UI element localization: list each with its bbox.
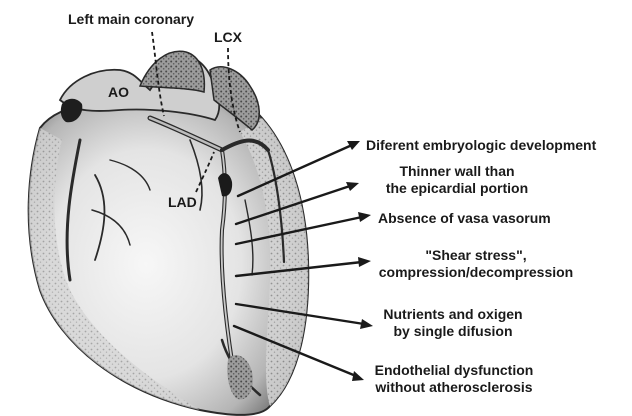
annotation-4-line-1: "Shear stress", [368, 247, 584, 264]
annotation-5-line-1: Nutrients and oxigen [368, 306, 538, 323]
label-left-main-coronary: Left main coronary [68, 11, 194, 28]
annotation-2: Thinner wall than the epicardial portion [362, 163, 552, 197]
annotation-6-line-2: without atherosclerosis [362, 379, 546, 396]
annotation-3: Absence of vasa vasorum [378, 210, 551, 227]
arrowhead-3 [358, 212, 371, 222]
annotation-5-line-2: by single difusion [368, 323, 538, 340]
label-lcx: LCX [214, 29, 242, 46]
label-ao: AO [108, 84, 129, 101]
annotation-1: Diferent embryologic development [366, 137, 596, 154]
annotation-4-line-2: compression/decompression [368, 264, 584, 281]
annotation-1-line-1: Diferent embryologic development [366, 137, 596, 154]
annotation-4: "Shear stress", compression/decompressio… [368, 247, 584, 281]
annotation-3-line-1: Absence of vasa vasorum [378, 210, 551, 227]
annotation-6-line-1: Endothelial dysfunction [362, 362, 546, 379]
annotation-5: Nutrients and oxigen by single difusion [368, 306, 538, 340]
annotation-6: Endothelial dysfunction without atherosc… [362, 362, 546, 396]
pulmonary-trunk [140, 51, 204, 92]
label-lad: LAD [168, 194, 197, 211]
annotation-2-line-2: the epicardial portion [362, 180, 552, 197]
annotation-2-line-1: Thinner wall than [362, 163, 552, 180]
